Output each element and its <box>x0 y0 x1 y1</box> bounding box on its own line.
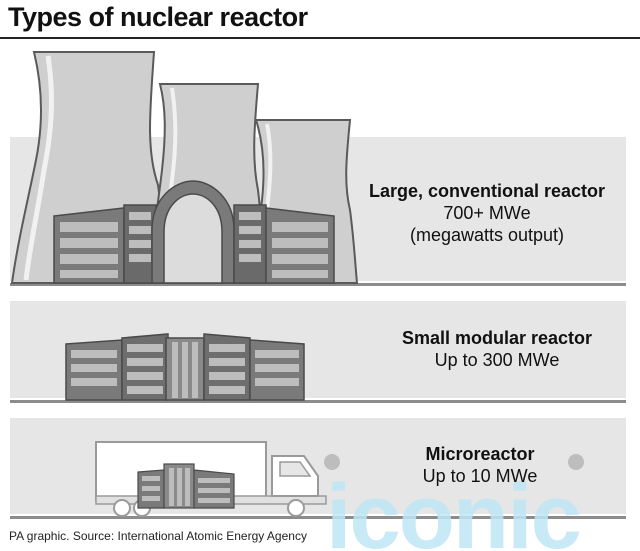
smr-output: Up to 300 MWe <box>434 350 560 370</box>
source-caption: PA graphic. Source: International Atomic… <box>9 529 307 543</box>
micro-name: Microreactor <box>425 444 535 464</box>
watermark-dot <box>324 454 340 470</box>
large-reactor-label: Large, conventional reactor 700+ MWe (me… <box>352 180 622 246</box>
watermark-dot <box>568 454 584 470</box>
large-reactor-output: 700+ MWe <box>443 203 531 223</box>
page-title: Types of nuclear reactor <box>8 2 308 32</box>
title-divider <box>0 37 640 39</box>
large-reactor-note: (megawatts output) <box>409 225 565 245</box>
microreactor-icon <box>137 463 235 509</box>
micro-output: Up to 10 MWe <box>422 466 538 486</box>
reactor-building-icon <box>53 180 335 284</box>
smr-name: Small modular reactor <box>401 328 593 348</box>
ground-line-micro <box>10 516 626 519</box>
small-modular-reactor-icon <box>65 333 305 401</box>
iconic-watermark: iconic <box>326 466 580 551</box>
smr-label: Small modular reactor Up to 300 MWe <box>372 327 622 371</box>
ground-line-large <box>10 283 626 286</box>
large-reactor-name: Large, conventional reactor <box>368 181 606 201</box>
micro-label: Microreactor Up to 10 MWe <box>380 443 580 487</box>
ground-line-smr <box>10 400 626 403</box>
